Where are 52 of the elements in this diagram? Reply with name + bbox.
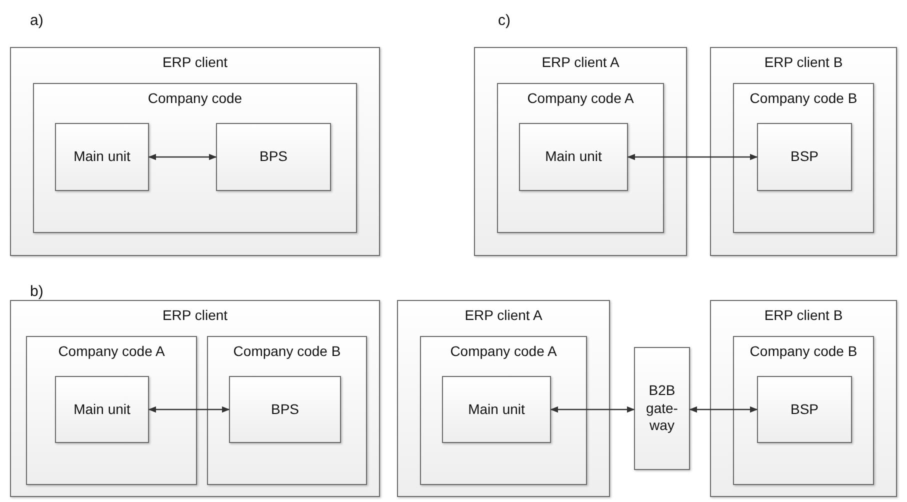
box-label: BPS (259, 148, 288, 166)
double-arrow (627, 154, 758, 160)
container-box (10, 47, 380, 256)
process-box (519, 123, 628, 191)
box-heading: Company code A (57, 343, 166, 359)
double-arrow (550, 406, 635, 413)
box-heading: ERP client A (464, 307, 544, 323)
box-label: BSP (790, 400, 818, 418)
box-heading: Company code B (748, 343, 858, 359)
process-box (229, 376, 341, 443)
box-heading: ERP client (161, 307, 229, 323)
process-box (216, 123, 331, 191)
process-box (634, 347, 690, 470)
container-box (733, 336, 874, 485)
double-arrow (148, 406, 230, 413)
container-box (710, 300, 897, 497)
double-arrow (689, 406, 758, 413)
container-box (474, 47, 687, 256)
box-label: B2B gate-way (645, 382, 679, 435)
panel-label: b) (30, 283, 44, 300)
box-heading: Company code A (449, 343, 558, 359)
box-label: Main unit (468, 400, 525, 418)
process-box (55, 123, 149, 191)
double-arrow (148, 154, 217, 160)
box-label: BSP (790, 148, 818, 166)
box-heading: ERP client B (763, 54, 844, 70)
container-box (733, 83, 874, 233)
box-heading: Company code (146, 90, 244, 106)
container-box (420, 336, 587, 485)
container-box (33, 83, 357, 233)
box-heading: ERP client B (763, 307, 844, 323)
box-label: Main unit (74, 148, 130, 166)
box-heading: Company code A (526, 90, 635, 106)
box-heading: ERP client (161, 54, 229, 70)
container-box (497, 83, 664, 233)
process-box (757, 376, 852, 443)
container-box (397, 300, 610, 497)
box-label: Main unit (545, 148, 602, 166)
box-label: Main unit (74, 400, 130, 418)
box-heading: Company code B (232, 343, 342, 359)
container-box (26, 336, 197, 485)
process-box (55, 376, 149, 443)
process-box (442, 376, 551, 443)
panel-label: c) (498, 12, 510, 29)
box-heading: ERP client A (540, 54, 620, 70)
container-box (710, 47, 897, 256)
process-box (757, 123, 852, 191)
box-heading: Company code B (748, 90, 858, 106)
box-label: BPS (270, 400, 299, 418)
panel-label: a) (30, 12, 44, 29)
container-box (10, 300, 380, 497)
container-box (207, 336, 367, 485)
